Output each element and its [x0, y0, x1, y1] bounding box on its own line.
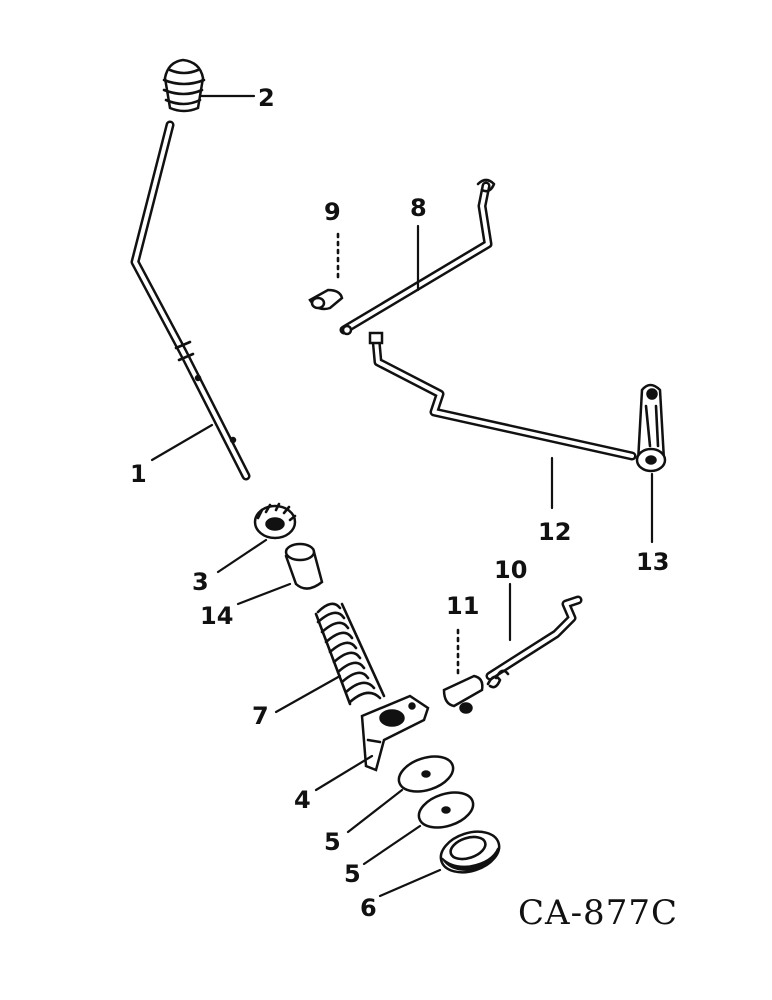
callout-1: 1: [130, 460, 147, 488]
callout-5b: 5: [344, 860, 361, 888]
part-11-pin: [442, 628, 484, 714]
callout-6: 6: [360, 894, 377, 922]
part-5-washer-b: [417, 791, 475, 829]
part-12-linkage-rod: [368, 331, 637, 461]
part-6-cap: [439, 830, 501, 874]
leader-lines: [150, 94, 654, 898]
callout-2: 2: [258, 84, 275, 112]
part-8-rod: [339, 178, 496, 336]
callout-7: 7: [252, 702, 269, 730]
part-5-washer-a: [397, 755, 455, 793]
callout-12: 12: [538, 518, 571, 546]
callout-4: 4: [294, 786, 311, 814]
part-3-boot: [253, 502, 297, 540]
callouts: 2 1 3 14 7 4 5 5 6 9 8 11 10 12 13: [130, 84, 669, 922]
callout-3: 3: [192, 568, 209, 596]
callout-10: 10: [494, 556, 527, 584]
part-9-clip: [308, 232, 344, 311]
part-4-bracket: [360, 694, 430, 772]
callout-8: 8: [410, 194, 427, 222]
callout-5a: 5: [324, 828, 341, 856]
callout-13: 13: [636, 548, 669, 576]
callout-9: 9: [324, 198, 341, 226]
part-13-lever-arm: [635, 383, 667, 473]
callout-14: 14: [200, 602, 233, 630]
part-7-spring: [314, 602, 386, 706]
figure-code: CA-877C: [518, 893, 678, 933]
part-14-bushing: [284, 542, 324, 590]
part-1-shift-lever: [130, 120, 251, 481]
part-2-knob: [162, 58, 206, 113]
part-10-rod: [485, 595, 583, 689]
callout-11: 11: [446, 592, 479, 620]
